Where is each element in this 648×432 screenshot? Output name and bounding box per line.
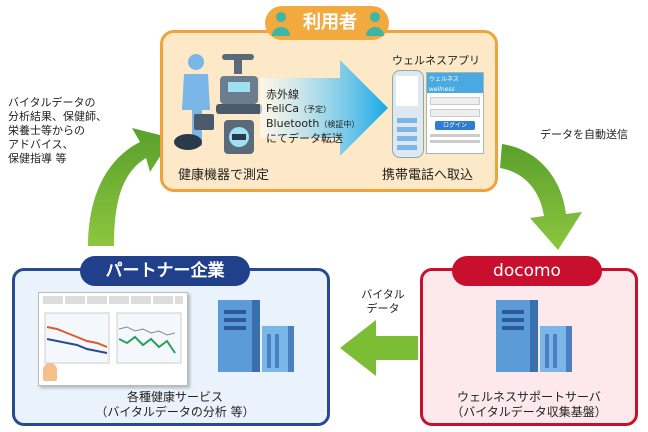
felica-label: FeliCa — [266, 102, 300, 115]
docomo-caption-line: （バイタルデータ収集基盤） — [451, 405, 607, 419]
partner-caption-line: （バイタルデータの分析 等） — [95, 405, 255, 419]
right-annotation: データを自動送信 — [540, 128, 628, 141]
bluetooth-label: Bluetooth — [266, 117, 320, 130]
left-annotation-line: 栄養士等からの — [8, 124, 85, 137]
partner-caption: 各種健康サービス （バイタルデータの分析 等） — [60, 390, 290, 420]
left-annotation-line: アドバイス、 — [8, 138, 74, 151]
felica-note: （予定） — [299, 105, 332, 114]
partner-title: パートナー企業 — [105, 261, 225, 281]
docomo-section — [420, 268, 638, 426]
app-label: ウェルネスアプリ — [392, 54, 480, 67]
left-annotation-line: バイタルデータの — [8, 96, 96, 109]
left-annotation-line: 保健指導 等 — [8, 152, 67, 165]
transfer-line-2: FeliCa（予定） — [266, 102, 376, 117]
mobile-phone-icon: ウェルネス wellness ログイン — [392, 70, 484, 158]
person-icon — [182, 54, 210, 146]
pedometer-icon — [222, 54, 254, 74]
transfer-line-4: にてデータ転送 — [266, 132, 343, 145]
partner-caption-line: 各種健康サービス — [126, 390, 223, 404]
phone-brand-sub: wellness — [429, 86, 455, 93]
phone-brand: ウェルネス — [429, 76, 460, 83]
bluetooth-note: （検証中） — [319, 120, 360, 129]
user-title: 利用者 — [303, 12, 357, 33]
blood-pressure-monitor-icon — [174, 114, 254, 154]
person-icon — [272, 12, 290, 36]
arrow-partner-to-user — [88, 128, 172, 246]
report-charts — [44, 312, 182, 364]
scale-icon — [216, 76, 262, 114]
right-caption: 携帯電話へ取込 — [382, 168, 474, 183]
middle-annotation-line: バイタル — [361, 288, 405, 301]
left-annotation: バイタルデータの 分析結果、保健師、 栄養士等からの アドバイス、 保健指導 等 — [8, 96, 158, 166]
phone-login-button: ログイン — [435, 121, 475, 130]
docomo-caption: ウェルネスサポートサーバ （バイタルデータ収集基盤） — [424, 390, 634, 420]
left-annotation-line: 分析結果、保健師、 — [8, 110, 107, 123]
server-icon — [218, 300, 294, 372]
transfer-line-3: Bluetooth（検証中） — [266, 117, 376, 132]
transfer-line-1: 赤外線 — [266, 88, 299, 101]
middle-annotation: バイタル データ — [348, 288, 418, 316]
server-icon — [496, 300, 572, 372]
docomo-caption-line: ウェルネスサポートサーバ — [457, 390, 601, 404]
report-sheet-icon — [38, 292, 188, 386]
health-devices — [174, 54, 262, 154]
transfer-arrow — [260, 60, 388, 156]
docomo-title-tab — [452, 256, 602, 286]
middle-annotation-line: データ — [366, 302, 400, 315]
left-caption: 健康機器で測定 — [178, 168, 270, 183]
docomo-title: docomo — [493, 261, 561, 281]
partner-title-tab — [80, 256, 250, 286]
transfer-text: 赤外線 FeliCa（予定） Bluetooth（検証中） にてデータ転送 — [266, 88, 376, 146]
person-icon — [366, 12, 384, 36]
arrow-user-to-docomo — [500, 144, 582, 250]
arrow-docomo-to-partner — [340, 320, 418, 376]
